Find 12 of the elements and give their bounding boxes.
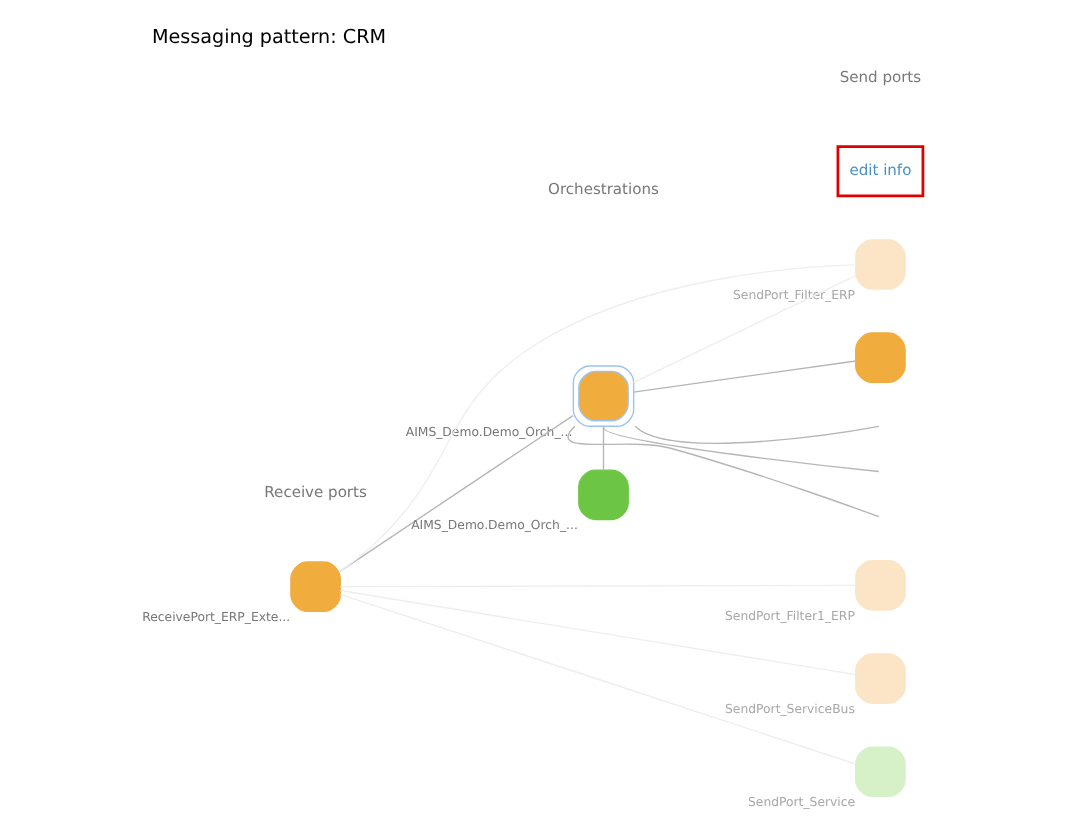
connector xyxy=(339,264,857,572)
diagram-title: Messaging pattern: CRM xyxy=(151,26,386,49)
connector xyxy=(633,360,857,393)
node-box xyxy=(855,332,906,384)
connector xyxy=(567,425,880,518)
connector xyxy=(634,425,880,444)
connector xyxy=(602,425,605,471)
connector xyxy=(339,589,857,676)
connector xyxy=(339,593,857,765)
connector xyxy=(633,275,857,383)
node-box xyxy=(572,365,635,427)
connector xyxy=(602,426,880,473)
